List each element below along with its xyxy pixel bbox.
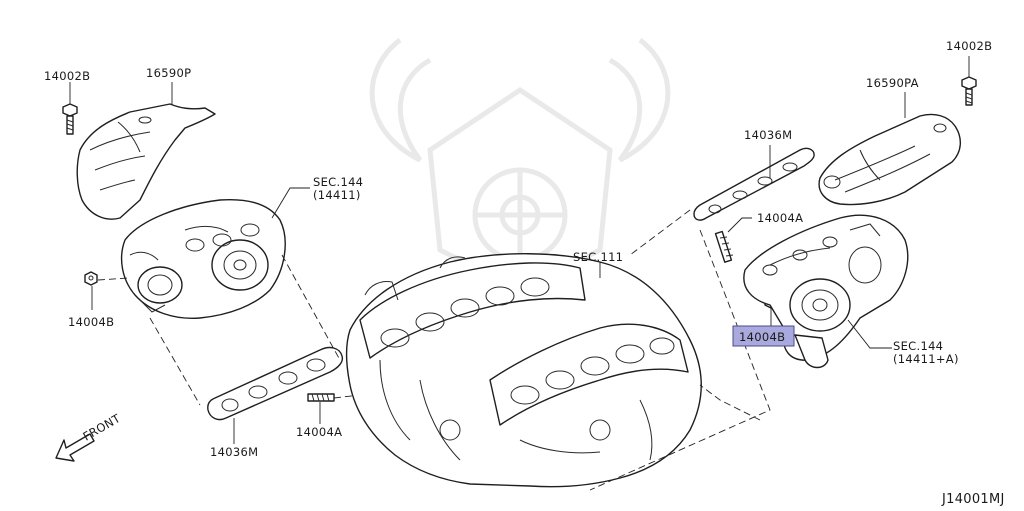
- label-sec-right-sub: (14411+A): [893, 352, 959, 366]
- label-heat-shield-left: 16590P: [146, 66, 191, 80]
- label-nut-left: 14004B: [68, 315, 114, 329]
- heat-shield-left[interactable]: [76, 103, 216, 220]
- label-stud-right: 14004A: [757, 211, 803, 225]
- leader-sec-left: [271, 187, 310, 219]
- label-reference-code: J14001MJ: [941, 492, 1005, 507]
- label-gasket-right: 14036M: [744, 128, 792, 142]
- watermark-emblem: [369, 38, 671, 293]
- dash-left-2: [281, 254, 341, 361]
- label-bolt-right: 14002B: [946, 39, 992, 53]
- dash-right-1: [629, 209, 691, 256]
- heat-shield-right[interactable]: [818, 113, 961, 206]
- label-front: FRONT: [81, 411, 124, 444]
- bolt-left[interactable]: [62, 103, 78, 135]
- dash-right-3: [589, 229, 771, 491]
- turbo-manifold-right[interactable]: [743, 214, 909, 369]
- label-sec-left-sub: (14411): [313, 188, 361, 202]
- front-arrow-icon: [55, 433, 95, 462]
- highlighted-part-callout[interactable]: 14004B: [732, 325, 795, 347]
- label-gasket-left: 14036M: [210, 445, 258, 459]
- dash-left-1: [149, 317, 201, 406]
- highlight-box: [732, 325, 795, 347]
- stud-left[interactable]: [307, 393, 335, 402]
- leader-sec-right: [847, 319, 892, 349]
- label-sec-right-code: SEC.144: [893, 339, 943, 353]
- label-sec-left-code: SEC.144: [313, 175, 363, 189]
- nut-left[interactable]: [84, 271, 98, 286]
- label-stud-left: 14004A: [296, 425, 342, 439]
- dash-right-2: [699, 384, 761, 421]
- gasket-left[interactable]: [207, 346, 344, 421]
- leader-stud-right: [727, 217, 752, 233]
- label-nut-right-highlighted: 14004B: [739, 330, 785, 344]
- label-bolt-left: 14002B: [44, 69, 90, 83]
- stud-right[interactable]: [714, 230, 734, 263]
- engine-block[interactable]: [345, 253, 702, 488]
- gasket-right[interactable]: [693, 147, 815, 221]
- label-sec-engine: SEC.111: [573, 250, 623, 264]
- bolt-right[interactable]: [961, 76, 977, 106]
- turbo-manifold-left[interactable]: [120, 198, 286, 319]
- label-heat-shield-right: 16590PA: [866, 76, 919, 90]
- dash-nut-left: [97, 277, 129, 281]
